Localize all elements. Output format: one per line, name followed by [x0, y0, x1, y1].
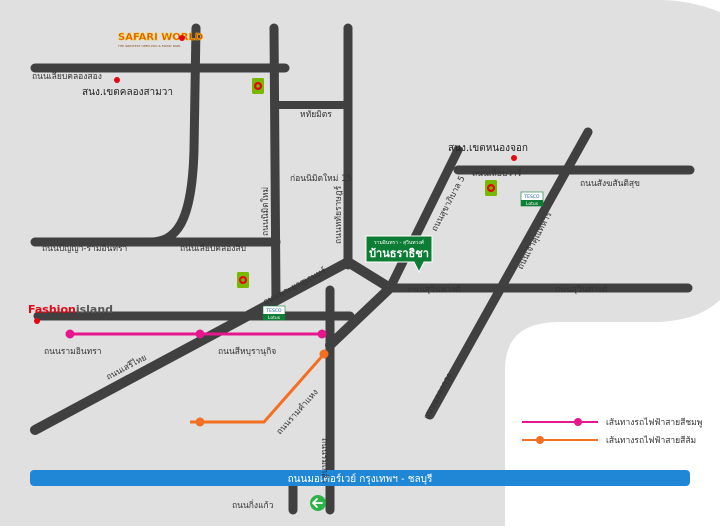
road-seri-thai — [30, 257, 353, 435]
pink-station — [317, 329, 327, 339]
road-label-khlong-sip: ถนนเลียบคลองสิบ — [180, 243, 246, 254]
pink-station — [65, 329, 75, 339]
tesco-lotus-icon: TESCO Lotus — [262, 305, 286, 321]
orange-line-route — [190, 353, 326, 424]
fashion-island-logo: Fashionisland — [28, 303, 113, 316]
project-tagline: รามอินทรา - สุวินทวงศ์ — [374, 239, 425, 246]
location-dot-icon — [114, 77, 120, 83]
legend-pink-label: เส้นทางรถไฟฟ้าสายสีชมพู — [606, 417, 702, 428]
road-chalong-krung — [425, 127, 593, 420]
road-label-suwinthawong-2: ถนนสุวินทวงศ์ — [555, 284, 608, 295]
airplane-icon — [310, 495, 326, 511]
road-label-khlong-sam-wa: ถนนเลียบคลองสอง — [32, 71, 102, 82]
project-name: บ้านธราธิชา — [369, 247, 429, 260]
tesco-lotus-icon: TESCO Lotus — [520, 191, 544, 207]
location-dot-icon — [511, 155, 517, 161]
road-label-romklao: ถนนร่มเกล้า — [319, 438, 330, 483]
project-marker-icon: รามอินทรา - สุวินทวงศ์ บ้านธราธิชา — [365, 235, 433, 274]
map-legend: เส้นทางรถไฟฟ้าสายสีชมพู เส้นทางรถไฟฟ้าสา… — [522, 417, 702, 446]
road-label-king-kaeo: ถนนกิ่งแก้ว — [232, 499, 274, 511]
legend-pink-dot — [574, 418, 582, 426]
roads — [30, 23, 695, 515]
road-label-sangkhom: ถนนสังฆสันติสุข — [580, 179, 640, 189]
legend-orange-label: เส้นทางรถไฟฟ้าสายสีส้ม — [606, 435, 696, 446]
motorway-label: ถนนมอเตอร์เวย์ กรุงเทพฯ - ชลบุรี — [288, 473, 433, 485]
location-dot-icon — [179, 35, 185, 41]
big-c-icon — [237, 272, 249, 288]
orange-station — [319, 349, 329, 359]
fashion-island-part-1: Fashion — [28, 303, 76, 316]
safari-world-logo: SAFARI WORLD THE GREATEST OPEN ZOO & FAM… — [117, 32, 203, 48]
road-label-sihaburanukit: ถนนสีหบุรานุกิจ — [218, 346, 276, 357]
svg-text:TESCO: TESCO — [265, 308, 282, 314]
road-sukhaphiban-5 — [385, 145, 463, 293]
road-label-hathai-mit: หทัยมิตร — [300, 110, 332, 120]
svg-text:Fashionisland: Fashionisland — [28, 303, 113, 316]
svg-text:Lotus: Lotus — [526, 201, 539, 207]
fashion-island-part-2: island — [76, 303, 113, 316]
road-nimit-mai — [269, 23, 281, 305]
road-label-ram-in-tra: ถนนรามอินทรา — [44, 347, 102, 357]
orange-station — [195, 417, 205, 427]
khlong-sam-wa-office: สนง.เขตคลองสามวา — [82, 87, 173, 98]
road-label-liap-wari: ถนนเลียบวารี — [472, 168, 522, 179]
road-label-suwinthawong-1: ถนนสุวินทวงศ์ — [408, 284, 461, 295]
nong-chok-office: สนง.เขตหนองจอก — [448, 143, 528, 154]
area-gap — [340, 0, 720, 12]
legend-orange-dot — [536, 436, 544, 444]
svg-text:Lotus: Lotus — [268, 315, 281, 321]
motorway-bar — [30, 470, 690, 486]
location-dot-icon — [34, 318, 40, 324]
big-c-icon — [252, 78, 264, 94]
road-label-nimit-15: ก่อนนิมิตใหม่ 15 — [290, 173, 352, 184]
road-label-nimit-mai: ถนนนิมิตใหม่ — [260, 187, 271, 236]
road-label-hathai-rat: ถนนหทัยราษฎร์ — [333, 185, 344, 244]
area-top-right — [300, 0, 720, 40]
svg-text:TESCO: TESCO — [523, 194, 540, 200]
safari-world-name: SAFARI WORLD — [118, 32, 203, 43]
pink-station — [195, 329, 205, 339]
road-label-panya: ถนนปัญญา-รามอินทรา — [42, 244, 127, 254]
big-c-icon — [485, 180, 497, 196]
safari-world-tagline: THE GREATEST OPEN ZOO & FAMILY PARK — [117, 44, 182, 48]
